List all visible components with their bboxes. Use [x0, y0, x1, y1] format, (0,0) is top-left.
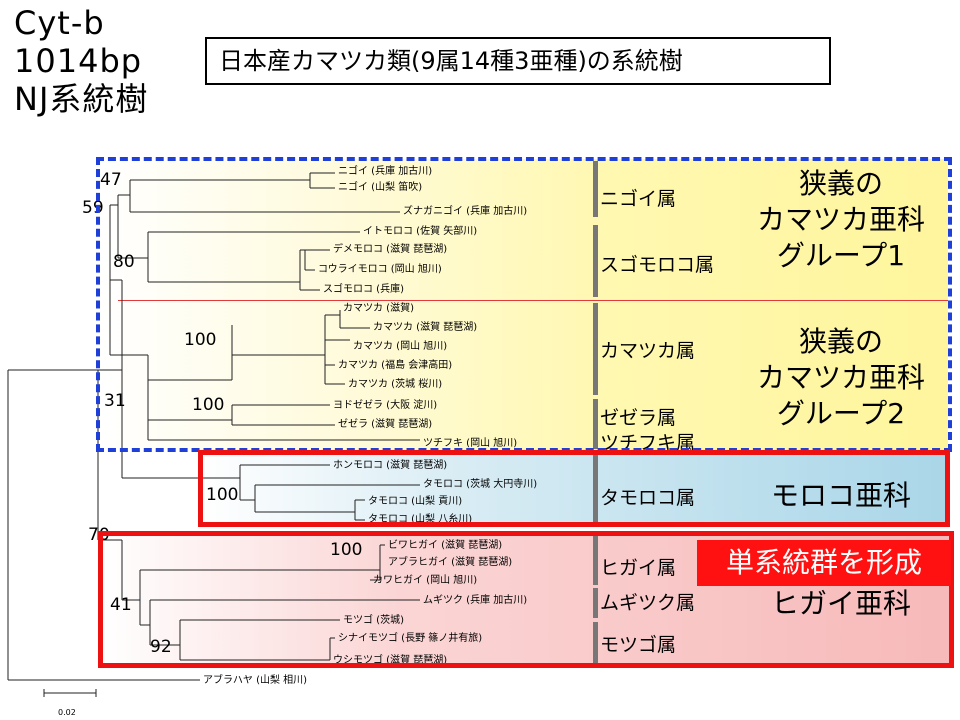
- leaf-label: カマツカ (滋賀 琵琶湖): [373, 322, 478, 333]
- leaf-label: カマツカ (福島 会津高田): [338, 360, 453, 371]
- leaf-label: ズナガニゴイ (兵庫 加古川): [403, 206, 528, 217]
- leaf-label: カマツカ (茨城 桜川): [348, 379, 443, 390]
- scale-bar-label: 0.02: [58, 708, 76, 717]
- page-title: 日本産カマツカ類(9属14種3亜種)の系統樹: [205, 37, 831, 85]
- gene-label: Cyt-b: [14, 4, 105, 42]
- bootstrap-value: 100: [192, 395, 225, 415]
- leaf-label: ムギツク (兵庫 加古川): [423, 595, 528, 606]
- bootstrap-value: 92: [150, 637, 172, 657]
- genus-label-motsugo: モツゴ属: [600, 634, 677, 656]
- group1-label: 狭義の カマツカ亜科 グループ1: [756, 167, 925, 272]
- leaf-label: アブラヒガイ (滋賀 琵琶湖): [388, 557, 513, 568]
- genus-bar-sugomoroko: [593, 225, 598, 297]
- genus-label-higai: ヒガイ属: [600, 557, 677, 579]
- leaf-label: ゼゼラ (滋賀 琵琶湖): [338, 419, 433, 430]
- moroko-subfamily-label: モロコ亜科: [770, 479, 911, 512]
- leaf-label: モツゴ (茨城): [343, 615, 404, 626]
- genus-bar-kamatsuka: [593, 303, 598, 395]
- leaf-label: デメモロコ (滋賀 琵琶湖): [333, 244, 448, 255]
- bootstrap-value: 80: [113, 252, 135, 272]
- leaf-label: ヨドゼゼラ (大阪 淀川): [333, 400, 438, 411]
- higai-subfamily-label: ヒガイ亜科: [770, 587, 911, 620]
- leaf-label: ツチフキ (岡山 旭川): [423, 438, 518, 449]
- group-divider-line: [118, 300, 948, 301]
- leaf-label: アブラハヤ (山梨 相川): [203, 675, 308, 686]
- length-label: 1014bp: [14, 42, 143, 80]
- group2-label: 狭義の カマツカ亜科 グループ2: [756, 325, 925, 430]
- genus-label-mugitsuku: ムギツク属: [600, 592, 696, 614]
- group-region-kamatsuka: [100, 159, 948, 450]
- bootstrap-value: 41: [110, 595, 132, 615]
- leaf-label: イトモロコ (佐賀 矢部川): [363, 226, 478, 237]
- leaf-label: タモロコ (山梨 貢川): [368, 496, 463, 507]
- leaf-label: ニゴイ (兵庫 加古川): [338, 166, 433, 177]
- leaf-label: ビワヒガイ (滋賀 琵琶湖): [388, 540, 503, 551]
- genus-bar-nigoi: [593, 161, 598, 217]
- genus-bar-mugitsuku: [593, 588, 598, 618]
- bootstrap-value: 100: [206, 485, 239, 505]
- genus-label-zezera: ゼゼラ属: [600, 407, 677, 429]
- group-region-moroko: [200, 452, 948, 525]
- leaf-label: ウシモツゴ (滋賀 琵琶湖): [333, 655, 448, 666]
- bootstrap-value: 47: [100, 170, 122, 190]
- genus-label-nigoi: ニゴイ属: [600, 188, 677, 210]
- genus-label-kamatsuka: カマツカ属: [600, 340, 696, 362]
- bootstrap-value: 100: [184, 330, 217, 350]
- genus-label-sugomoroko: スゴモロコ属: [600, 254, 715, 276]
- leaf-label: シナイモツゴ (長野 篠ノ井有旅): [338, 633, 483, 644]
- leaf-label: タモロコ (山梨 八糸川): [368, 514, 473, 525]
- genus-bar-motsugo: [593, 622, 598, 666]
- leaf-label: コウライモロコ (岡山 旭川): [318, 264, 442, 275]
- genus-bar-zezera: [593, 399, 598, 449]
- leaf-label: タモロコ (茨城 大円寺川): [423, 479, 538, 490]
- genus-label-tamoroko: タモロコ属: [600, 487, 696, 509]
- group-outline-higai: [98, 531, 954, 668]
- leaf-label: スゴモロコ (兵庫): [323, 284, 404, 295]
- genus-bar-higai: [593, 535, 598, 585]
- tree-header: Cyt-b 1014bp NJ系統樹: [14, 4, 148, 118]
- bootstrap-value: 31: [104, 391, 126, 411]
- leaf-label: カワヒガイ (岡山 旭川): [373, 575, 478, 586]
- leaf-label: カマツカ (滋賀): [343, 303, 414, 314]
- monophyly-badge: 単系統群を形成: [697, 540, 951, 586]
- leaf-label: カマツカ (岡山 旭川): [353, 341, 448, 352]
- bootstrap-value: 100: [330, 540, 363, 560]
- group-outline-kamatsuka: [96, 157, 952, 452]
- leaf-label: ニゴイ (山梨 笛吹): [338, 182, 423, 193]
- group-outline-moroko: [198, 450, 950, 527]
- leaf-label: ホンモロコ (滋賀 琵琶湖): [333, 460, 448, 471]
- method-label: NJ系統樹: [14, 80, 149, 118]
- genus-bar-tamoroko: [593, 455, 598, 525]
